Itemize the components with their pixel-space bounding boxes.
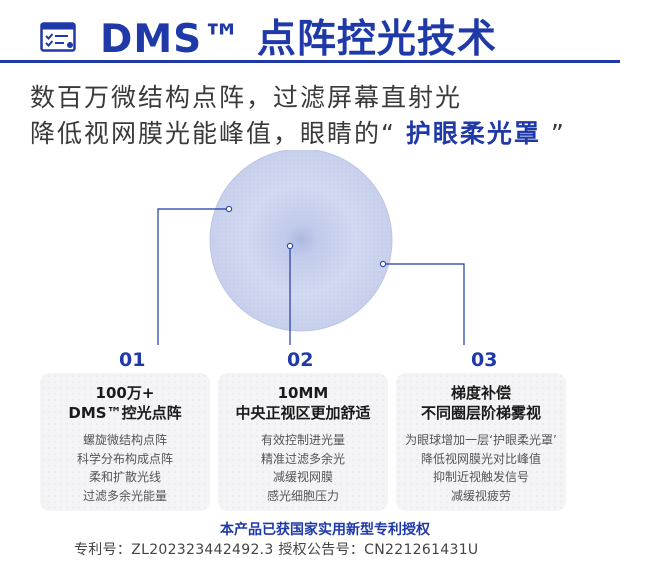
feature-number-1: 01 xyxy=(119,349,146,371)
feature-card-subtitle: DMS™控光点阵 xyxy=(68,404,182,422)
lens-diagram xyxy=(157,150,465,345)
feature-card-subtitle: 不同圈层阶梯雾视 xyxy=(420,404,541,422)
lens-microstructure xyxy=(210,150,392,331)
list-item: 过滤多余光能量 xyxy=(82,488,167,503)
feature-card-list: 有效控制进光量 精准过滤多余光 减缓视网膜 感光细胞压力 xyxy=(218,431,388,505)
callout-dot-3 xyxy=(379,260,387,268)
description-emphasis: 护眼柔光罩 xyxy=(405,119,541,148)
feature-number-2: 02 xyxy=(287,349,314,371)
patent-info: 专利号：ZL202323442492.3 授权公告号：CN221261431U xyxy=(74,542,479,558)
list-item: 减缓视网膜 xyxy=(272,470,333,484)
description-line-2: 降低视网膜光能峰值，眼睛的“ 护眼柔光罩 ” xyxy=(30,114,566,150)
lens-illustration xyxy=(0,150,650,380)
list-item: 有效控制进光量 xyxy=(260,433,345,447)
feature-card-2: 10MM 中央正视区更加舒适 有效控制进光量 精准过滤多余光 减缓视网膜 感光细… xyxy=(218,373,388,511)
list-item: 科学分布构成点阵 xyxy=(76,451,173,466)
list-item: 螺旋微结构点阵 xyxy=(82,433,167,447)
feature-card-1: 100万+ DMS™控光点阵 螺旋微结构点阵 科学分布构成点阵 柔和扩散光线 过… xyxy=(40,373,210,511)
feature-card-3: 梯度补偿 不同圈层阶梯雾视 为眼球增加一层‘护眼柔光罩’ 降低视网膜光对比峰值 … xyxy=(396,373,566,511)
callout-line-3 xyxy=(383,263,465,345)
list-item: 减缓视疲劳 xyxy=(450,488,511,503)
feature-card-subtitle: 中央正视区更加舒适 xyxy=(235,404,371,422)
open-quote: “ xyxy=(381,119,396,148)
list-item: 精准过滤多余光 xyxy=(260,451,345,466)
list-item: 为眼球增加一层‘护眼柔光罩’ xyxy=(405,433,557,447)
checklist-icon xyxy=(40,22,76,52)
page-title: DMS™ 点阵控光技术 xyxy=(100,17,497,62)
list-item: 抑制近视触发信号 xyxy=(432,470,529,484)
lens-rim xyxy=(209,150,393,332)
patent-title: 本产品已获国家实用新型专利授权 xyxy=(220,522,430,538)
callout-line-1 xyxy=(157,208,229,345)
list-item: 柔和扩散光线 xyxy=(88,470,161,484)
header-divider xyxy=(0,60,620,63)
description-line-1: 数百万微结构点阵，过滤屏幕直射光 xyxy=(30,83,463,112)
close-quote: ” xyxy=(550,119,566,148)
header: DMS™ 点阵控光技术 xyxy=(0,0,650,63)
description-line-2-prefix: 降低视网膜光能峰值，眼睛的 xyxy=(30,119,382,148)
list-item: 感光细胞压力 xyxy=(266,488,339,503)
feature-card-list: 螺旋微结构点阵 科学分布构成点阵 柔和扩散光线 过滤多余光能量 xyxy=(40,431,210,505)
feature-card-title: 梯度补偿 xyxy=(450,384,511,402)
callout-dot-2 xyxy=(286,242,294,250)
callout-dot-1 xyxy=(225,205,233,213)
feature-number-3: 03 xyxy=(471,349,498,371)
feature-card-list: 为眼球增加一层‘护眼柔光罩’ 降低视网膜光对比峰值 抑制近视触发信号 减缓视疲劳 xyxy=(396,431,566,505)
feature-card-title: 100万+ xyxy=(95,384,155,402)
list-item: 降低视网膜光对比峰值 xyxy=(420,451,541,466)
feature-card-title: 10MM xyxy=(277,384,329,402)
